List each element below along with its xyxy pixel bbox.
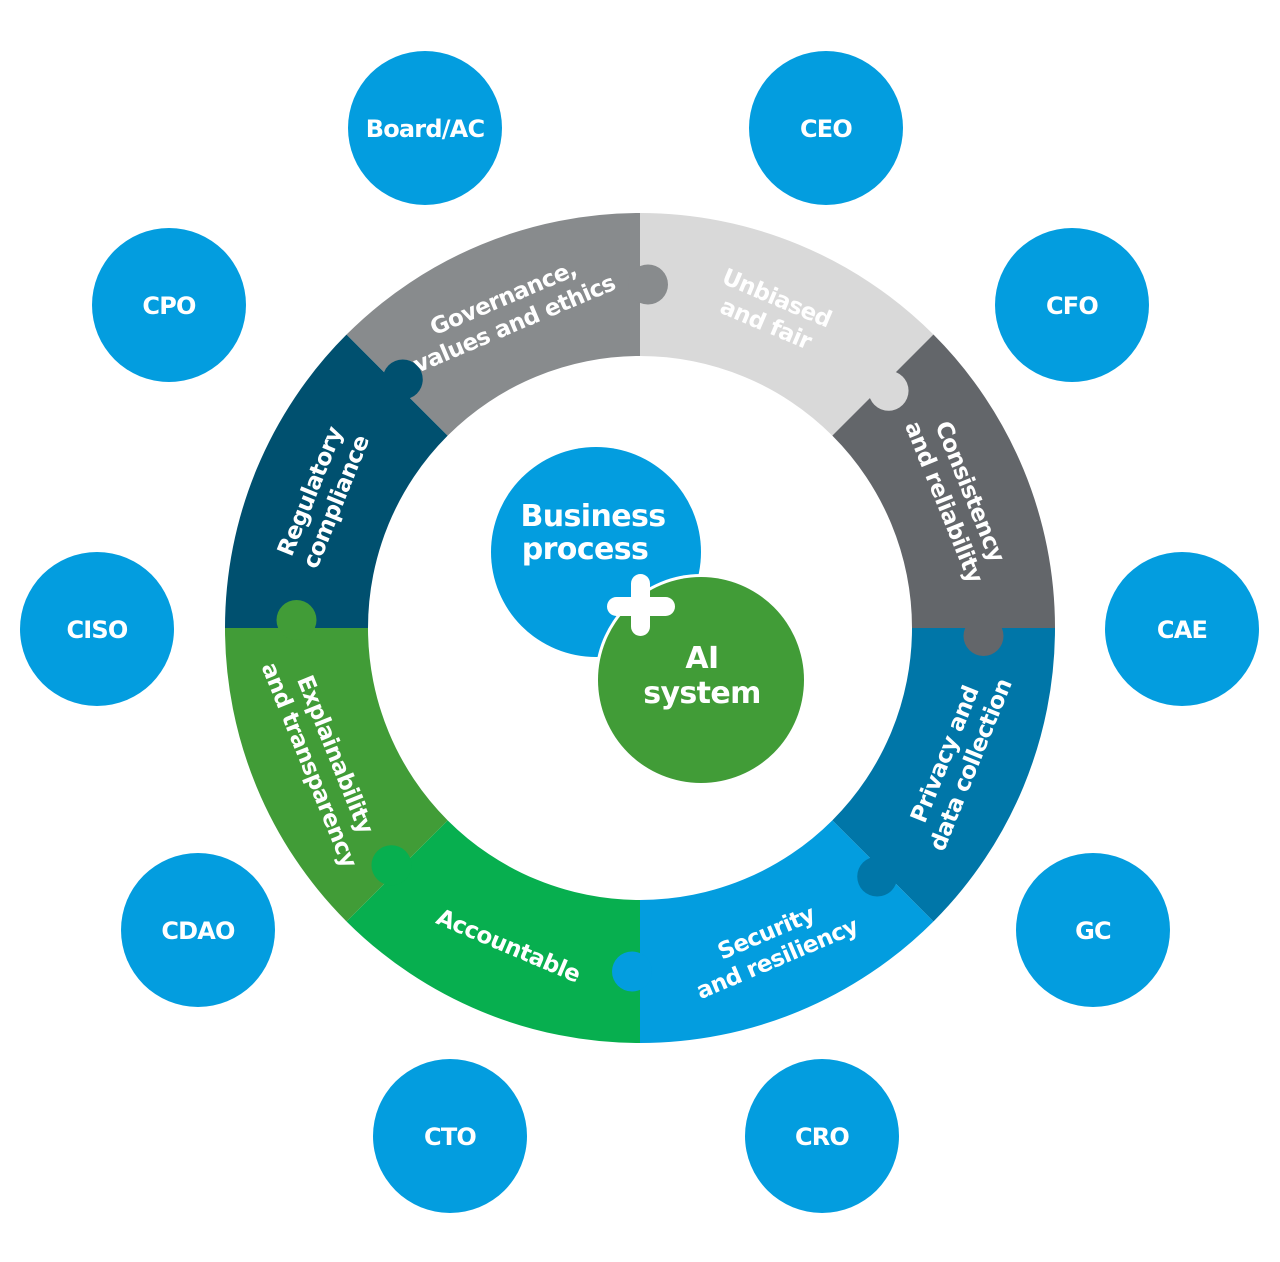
role-cae: CAE: [1105, 552, 1259, 706]
role-circles: Board/AC CEO CPO CFO CISO CAE CDAO GC CTO CRO: [20, 51, 1259, 1213]
role-label-cdao: CDAO: [161, 917, 235, 945]
role-circle-cto: [373, 1059, 527, 1213]
role-cdao: CDAO: [121, 853, 275, 1007]
center-group: Business process AI system: [491, 447, 807, 786]
role-label-cto: CTO: [424, 1123, 476, 1151]
role-circle-cfo: [995, 228, 1149, 382]
trust-ring: [225, 213, 1055, 1043]
role-label-cpo: CPO: [142, 292, 196, 320]
role-ciso: CISO: [20, 552, 174, 706]
business-process-label-line1: Business: [521, 499, 666, 534]
knob-security: [612, 951, 652, 992]
knob-explainability: [276, 600, 317, 640]
role-label-cae: CAE: [1157, 616, 1207, 644]
role-cro: CRO: [745, 1059, 899, 1213]
ring-segment-unbiased: [640, 213, 934, 436]
knob-accountable: [371, 845, 412, 886]
business-process-label-line2: process: [522, 532, 649, 567]
ai-system-label-line2: system: [643, 676, 761, 711]
role-label-cro: CRO: [795, 1123, 849, 1151]
role-circle-cro: [745, 1059, 899, 1213]
knob-governance: [628, 264, 668, 305]
role-label-gc: GC: [1075, 917, 1111, 945]
role-circle-cdao: [121, 853, 275, 1007]
role-label-ciso: CISO: [66, 616, 127, 644]
role-circle-ciso: [20, 552, 174, 706]
ring-segment-accountable: [346, 820, 640, 1043]
role-cfo: CFO: [995, 228, 1149, 382]
role-gc: GC: [1016, 853, 1170, 1007]
role-cpo: CPO: [92, 228, 246, 382]
role-circle-cpo: [92, 228, 246, 382]
role-cto: CTO: [373, 1059, 527, 1213]
role-circle-ceo: [749, 51, 903, 205]
knob-consistency: [963, 616, 1004, 656]
ring-segment-privacy: [832, 628, 1055, 922]
role-circle-board-ac: [348, 51, 502, 205]
role-circle-gc: [1016, 853, 1170, 1007]
plus-icon: [607, 574, 675, 636]
knob-regulatory: [382, 359, 423, 400]
ring-segment-regulatory: [225, 334, 448, 628]
ai-system-label-line1: AI: [685, 641, 718, 676]
puzzle-knobs: [276, 264, 1004, 992]
role-label-cfo: CFO: [1046, 292, 1098, 320]
role-circle-cae: [1105, 552, 1259, 706]
role-board-ac: Board/AC: [348, 51, 502, 205]
role-label-board-ac: Board/AC: [366, 115, 485, 143]
knob-privacy: [857, 856, 898, 897]
knob-unbiased: [868, 370, 909, 411]
role-label-ceo: CEO: [800, 115, 852, 143]
role-ceo: CEO: [749, 51, 903, 205]
